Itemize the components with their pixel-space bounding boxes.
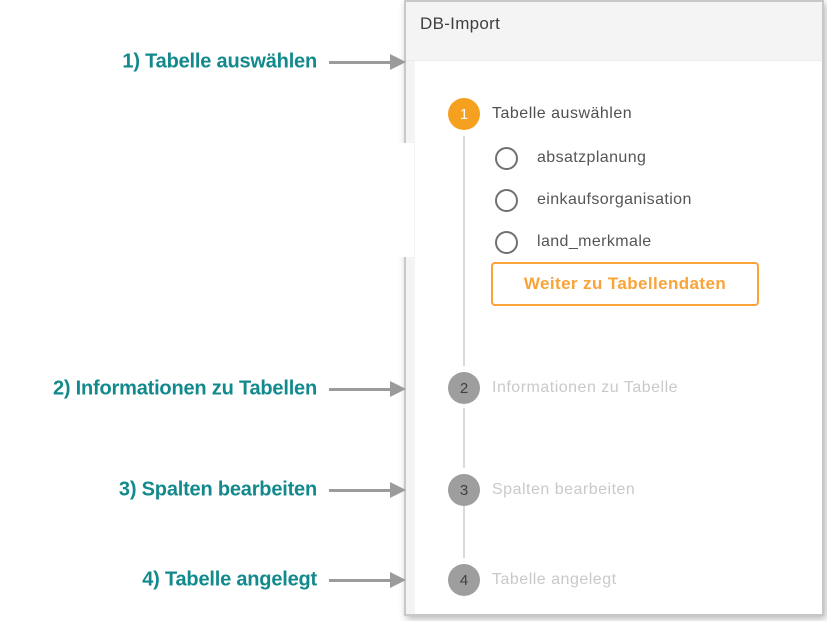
panel-edge-notch bbox=[396, 143, 414, 257]
option-label: absatzplanung bbox=[537, 149, 647, 166]
arrow-shaft bbox=[329, 60, 390, 64]
step-1-number: 1 bbox=[459, 105, 469, 123]
step-header-2: 2 Informationen zu Tabelle bbox=[448, 372, 678, 404]
option-label: einkaufsorganisation bbox=[537, 191, 692, 208]
step-3-label: Spalten bearbeiten bbox=[492, 481, 636, 498]
arrow-right-icon bbox=[390, 54, 406, 70]
step-3-circle: 3 bbox=[448, 474, 480, 506]
panel-left-gutter bbox=[406, 2, 415, 614]
step-2-number: 2 bbox=[459, 379, 469, 397]
step-1-circle: 1 bbox=[448, 98, 480, 130]
annotation-step-2: 2) Informationen zu Tabellen bbox=[52, 377, 317, 400]
step-4-number: 4 bbox=[459, 571, 469, 589]
radio-button-icon[interactable] bbox=[495, 146, 518, 170]
step-2-circle: 2 bbox=[448, 372, 480, 404]
arrow-shaft bbox=[329, 578, 390, 582]
panel-title: DB-Import bbox=[420, 14, 501, 33]
annotation-step-4: 4) Tabelle angelegt bbox=[142, 568, 317, 591]
arrow-right-icon bbox=[390, 572, 406, 588]
radio-button-icon[interactable] bbox=[495, 230, 518, 254]
db-import-panel: DB-Import 1 Tabelle auswählen absatzplan… bbox=[396, 0, 824, 616]
arrow-shaft bbox=[329, 488, 390, 492]
annotation-arrow-2 bbox=[329, 381, 406, 397]
next-to-table-data-button[interactable]: Weiter zu Tabellendaten bbox=[491, 262, 759, 306]
stepper-connector-2 bbox=[463, 408, 465, 468]
option-row-absatzplanung[interactable]: absatzplanung bbox=[495, 146, 646, 170]
annotation-arrow-3 bbox=[329, 482, 406, 498]
panel-header: DB-Import bbox=[406, 2, 822, 61]
step-header-1[interactable]: 1 Tabelle auswählen bbox=[448, 98, 632, 130]
arrow-right-icon bbox=[390, 482, 406, 498]
radio-button-icon[interactable] bbox=[495, 188, 518, 212]
stepper-connector-1 bbox=[463, 136, 465, 366]
arrow-right-icon bbox=[390, 381, 406, 397]
stepper-connector-3 bbox=[463, 506, 465, 558]
option-label: land_merkmale bbox=[537, 233, 652, 250]
step-header-3: 3 Spalten bearbeiten bbox=[448, 474, 635, 506]
step-4-circle: 4 bbox=[448, 564, 480, 596]
annotation-step-1: 1) Tabelle auswählen bbox=[122, 50, 317, 73]
step-3-number: 3 bbox=[459, 481, 469, 499]
step-4-label: Tabelle angelegt bbox=[492, 571, 617, 588]
step-header-4: 4 Tabelle angelegt bbox=[448, 564, 617, 596]
annotation-arrow-1 bbox=[329, 54, 406, 70]
option-row-einkaufsorganisation[interactable]: einkaufsorganisation bbox=[495, 188, 692, 212]
arrow-shaft bbox=[329, 387, 390, 391]
annotation-step-3: 3) Spalten bearbeiten bbox=[118, 478, 317, 501]
annotation-arrow-4 bbox=[329, 572, 406, 588]
step-1-label: Tabelle auswählen bbox=[492, 105, 633, 122]
option-row-land-merkmale[interactable]: land_merkmale bbox=[495, 230, 652, 254]
step-2-label: Informationen zu Tabelle bbox=[492, 379, 679, 396]
